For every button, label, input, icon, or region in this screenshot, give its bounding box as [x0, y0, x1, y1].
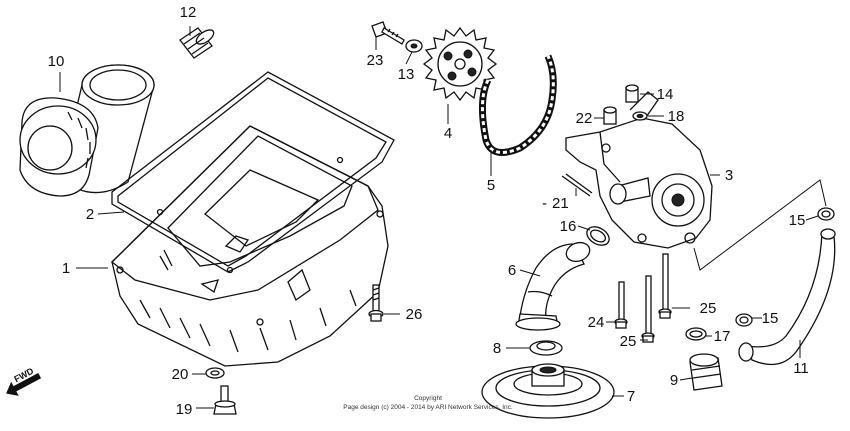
strainer-pipe-6[interactable]	[515, 239, 592, 331]
washer-13[interactable]	[405, 39, 423, 53]
pin-22[interactable]	[603, 106, 617, 125]
callout-3[interactable]: 3	[725, 167, 733, 184]
callout-15-upper[interactable]: 15	[789, 212, 806, 229]
callout-20[interactable]: 20	[172, 366, 189, 383]
callout-19[interactable]: 19	[176, 401, 193, 418]
oil-pan-gasket[interactable]	[111, 71, 395, 274]
o-ring-15-lower[interactable]	[735, 313, 753, 327]
bolt-24[interactable]	[614, 281, 628, 329]
callout-25-lower[interactable]: 25	[620, 333, 637, 350]
oil-pipe-11[interactable]	[738, 228, 836, 366]
oil-pan[interactable]	[111, 125, 389, 367]
callout-22[interactable]: 22	[576, 110, 593, 127]
callout-15-lower[interactable]: 15	[762, 310, 779, 327]
drain-bolt-19[interactable]	[213, 385, 237, 415]
strainer-7[interactable]	[481, 363, 615, 419]
callout-9[interactable]: 9	[670, 372, 678, 389]
callout-21[interactable]: 21	[552, 195, 569, 212]
o-ring-16[interactable]	[584, 223, 613, 249]
callout-21-dash: -	[542, 195, 547, 212]
ring-8[interactable]	[529, 340, 563, 356]
callout-8[interactable]: 8	[493, 340, 501, 357]
sprocket-4[interactable]	[422, 26, 498, 102]
callout-16[interactable]: 16	[560, 218, 577, 235]
chain-5[interactable]	[479, 54, 557, 156]
bolt-23[interactable]	[371, 21, 405, 45]
callout-labels: 1 2 3 4 5 6 7 8 9 10 11 12 13 14 15 15 1…	[48, 4, 809, 418]
callout-18[interactable]: 18	[668, 108, 685, 125]
leader-lines	[59, 26, 819, 409]
oil-pump[interactable]	[565, 91, 713, 249]
oil-filter[interactable]	[19, 64, 155, 197]
bolt-25-upper[interactable]	[658, 253, 672, 319]
copyright-line-1: Copyright	[414, 395, 442, 402]
callout-12[interactable]: 12	[180, 4, 197, 21]
callout-1[interactable]: 1	[62, 260, 70, 277]
o-ring-18[interactable]	[632, 111, 648, 121]
callout-17[interactable]: 17	[714, 328, 731, 345]
callout-10[interactable]: 10	[48, 53, 65, 70]
pin-21[interactable]	[561, 173, 593, 197]
cap-14[interactable]	[625, 84, 639, 103]
callout-2[interactable]: 2	[86, 206, 94, 223]
callout-13[interactable]: 13	[398, 66, 415, 83]
callout-6[interactable]: 6	[508, 262, 516, 279]
joint-9[interactable]	[689, 353, 723, 391]
callout-7[interactable]: 7	[627, 388, 635, 405]
callout-26[interactable]: 26	[406, 306, 423, 323]
fwd-arrow: FWD	[6, 366, 42, 396]
callout-25-upper[interactable]: 25	[700, 300, 717, 317]
callout-24[interactable]: 24	[588, 314, 605, 331]
washer-20[interactable]	[205, 367, 225, 379]
callout-4[interactable]: 4	[444, 125, 452, 142]
fitting-12[interactable]	[179, 27, 216, 59]
bolt-25-lower[interactable]	[641, 275, 655, 343]
o-ring-17[interactable]	[685, 327, 707, 341]
callout-23[interactable]: 23	[367, 52, 384, 69]
bolt-26[interactable]	[368, 284, 384, 322]
callout-11[interactable]: 11	[793, 360, 809, 377]
copyright-line-2: Page design (c) 2004 - 2014 by ARI Netwo…	[343, 404, 513, 411]
o-ring-15-upper[interactable]	[817, 207, 835, 221]
callout-5[interactable]: 5	[487, 177, 495, 194]
callout-14[interactable]: 14	[657, 86, 674, 103]
